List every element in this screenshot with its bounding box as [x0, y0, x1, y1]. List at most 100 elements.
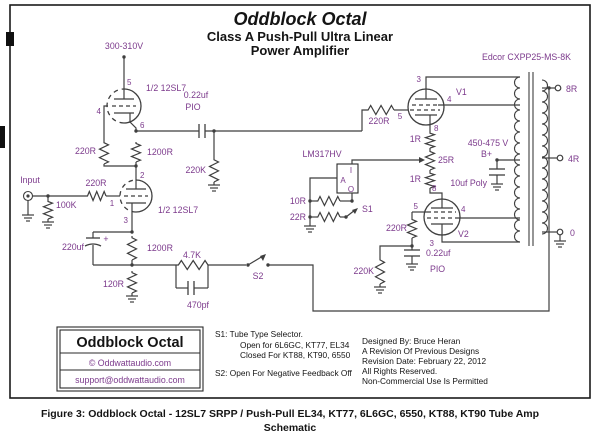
- hv-label: 450-475 V: [468, 138, 509, 148]
- pin-label: 6: [140, 121, 145, 130]
- resistor-220r-v2grid: [406, 217, 418, 239]
- logo-title: Oddblock Octal: [76, 335, 183, 351]
- caption-line-1: Figure 3: Oddblock Octal - 12SL7 SRPP / …: [41, 408, 539, 420]
- pin-label: 3: [417, 75, 422, 84]
- resistor-220k-v2: [374, 257, 386, 285]
- tube-t2-envelope: [135, 179, 153, 213]
- tube-t2-envelope-dashed: [119, 179, 137, 213]
- page-subtitle-1: Class A Push-Pull Ultra Linear: [207, 29, 393, 44]
- caption-line-2: Schematic: [264, 422, 317, 434]
- pin-label: 5: [414, 202, 419, 211]
- wire: [379, 245, 412, 258]
- resistor-1r-upper: [424, 131, 436, 149]
- output-tube-v2: 5 4 3 V2 220R 220K 0.22uf PIO: [353, 198, 520, 294]
- pin-label: 4: [461, 205, 466, 214]
- credit-line: Revision Date: February 22, 2012: [362, 356, 486, 366]
- resistor-220r-input: [85, 190, 107, 202]
- resistor-120r-label: 120R: [103, 279, 124, 289]
- resistor-22r-label: 22R: [290, 212, 306, 222]
- resistor-100k-label: 100K: [56, 200, 77, 210]
- pot-25r: [424, 149, 436, 171]
- capacitor-v2grid-type: PIO: [430, 264, 445, 274]
- credit-line: Non-Commercial Use Is Permitted: [362, 376, 488, 386]
- title-block: Oddblock Octal Class A Push-Pull Ultra L…: [207, 9, 393, 58]
- switch-s2-arrow: [260, 254, 266, 261]
- pin-label: 3: [430, 239, 435, 248]
- resistor-220k-v2-label: 220K: [353, 266, 374, 276]
- junction-dot: [122, 55, 126, 59]
- resistor-120r: [126, 270, 138, 294]
- terminal-0: [556, 228, 564, 236]
- resistor-1200r-upper-label: 1200R: [147, 147, 173, 157]
- wire: [429, 188, 443, 199]
- transformer-secondary-winding: [541, 79, 548, 235]
- ground-symbol: [125, 295, 139, 303]
- logo-box-inner: [59, 329, 201, 389]
- capacitor-470pf-label: 470pf: [187, 300, 210, 310]
- pin-label: 4: [97, 107, 102, 116]
- pin-label: 4: [447, 95, 452, 104]
- switch-s1-label: S1: [362, 204, 373, 214]
- bplus-supply: 450-475 V B+ 10uf Poly: [450, 138, 520, 191]
- figure-caption: Figure 3: Oddblock Octal - 12SL7 SRPP / …: [41, 408, 539, 434]
- input-jack-pin: [26, 194, 30, 198]
- lm317-pin-o: O: [348, 185, 354, 194]
- note-s1-closed: Closed For KT88, KT90, 6550: [240, 350, 351, 360]
- scan-artifact-mark: [6, 32, 14, 46]
- terminal-4r: [556, 154, 564, 162]
- wire: [309, 177, 337, 226]
- wire: [103, 164, 136, 167]
- capacitor-v2grid-label: 0.22uf: [426, 248, 451, 258]
- capacitor-coupling-label: 0.22uf: [184, 90, 209, 100]
- pin-label: 1: [110, 199, 115, 208]
- resistor-220r-v2grid-label: 220R: [386, 223, 407, 233]
- lm317-pin-a: A: [340, 176, 346, 185]
- resistor-220r-input-label: 220R: [85, 178, 106, 188]
- page-subtitle-2: Power Amplifier: [251, 43, 349, 58]
- switch-s2-arm: [247, 255, 264, 266]
- resistor-1200r-cathode: [126, 235, 138, 261]
- credits-block: Designed By: Bruce Heran A Revision Of P…: [362, 336, 488, 386]
- note-s1-open: Open for 6L6GC, KT77, EL34: [240, 340, 350, 350]
- wire: [103, 105, 108, 141]
- resistor-10r-label: 10R: [290, 196, 306, 206]
- tube-v2-label: V2: [458, 229, 469, 239]
- tube-v1-label: V1: [456, 87, 467, 97]
- logo-website: © Oddwattaudio.com: [89, 358, 171, 368]
- ground-symbol: [303, 225, 317, 233]
- resistor-220r-upper-label: 220R: [75, 146, 96, 156]
- resistor-220r-upper: [98, 140, 110, 165]
- junction-dot: [547, 86, 551, 90]
- bplus-label: B+: [481, 149, 492, 159]
- feedback-network: 4.7K 470pf S2: [132, 88, 550, 312]
- credit-line: All Rights Reserved.: [362, 366, 437, 376]
- switch-notes: S1: Tube Type Selector. Open for 6L6GC, …: [215, 329, 353, 378]
- note-s2: S2: Open For Negative Feedback Off: [215, 368, 353, 378]
- switch-s2-label: S2: [253, 271, 264, 281]
- ground-symbol: [373, 286, 387, 294]
- resistor-4k7-label: 4.7K: [183, 250, 201, 260]
- logo-email: support@oddwattaudio.com: [75, 375, 185, 385]
- output-transformer: Edcor CXPP25-MS-8K 8R 4R 0: [482, 52, 579, 248]
- pot-25r-label: 25R: [438, 155, 454, 165]
- resistor-22r: [315, 211, 341, 223]
- ground-symbol: [490, 183, 504, 191]
- lm317-ccs: LM317HV I A O 10R 22R S1: [290, 149, 425, 233]
- logo-box-outer: [56, 326, 204, 392]
- lm317-label: LM317HV: [302, 149, 341, 159]
- output-tube-v1: 3 5 4 V1: [398, 75, 520, 126]
- cathode-balance-chain: 8 1R 25R 1R 8: [410, 124, 454, 199]
- credit-line: A Revision Of Previous Designs: [362, 346, 479, 356]
- resistor-100k: [42, 199, 54, 220]
- junction-dot: [350, 199, 354, 203]
- resistor-1r-upper-label: 1R: [410, 134, 421, 144]
- pin-label: 5: [127, 78, 132, 87]
- pin-label: 3: [124, 216, 129, 225]
- supply-voltage-label: 300-310V: [105, 41, 143, 51]
- resistor-1r-lower-label: 1R: [410, 174, 421, 184]
- ground-symbol: [405, 263, 419, 271]
- scan-artifact-mark: [0, 126, 5, 148]
- note-s1-title: S1: Tube Type Selector.: [215, 329, 303, 339]
- capacitor-220uf-label: 220uf: [62, 242, 85, 252]
